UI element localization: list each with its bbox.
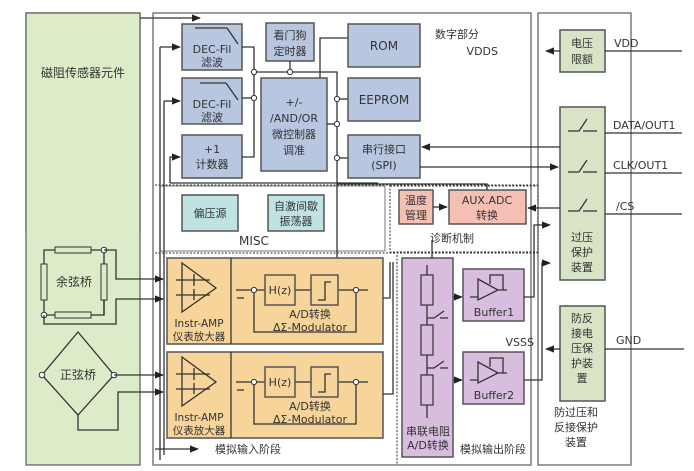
sensor-panel-lower [25,12,141,466]
spi-block[interactable] [347,134,421,179]
diagnostics-frame [389,185,539,253]
modulator-label-2: ΔΣ-Modulator [273,413,347,426]
voltage-limit-sublabel: 限额 [571,53,593,66]
reverse-protection-block[interactable] [559,305,606,402]
mcu-label-2: /AND/OR [270,112,318,125]
hz-label-1: H(z) [269,284,292,297]
delta-sigma-modulator-1 [236,274,368,333]
buffer1-block[interactable] [462,268,525,322]
digital-section-label: 数字部分 [435,27,479,41]
diagnostics-section-label: 诊断机制 [430,231,474,245]
vdds-label: VDDS [467,45,498,58]
watchdog-label: 看门狗 [274,28,307,42]
buffer2-label: Buffer2 [474,389,514,402]
delta-sigma-modulator-2 [236,366,368,425]
eeprom-block[interactable] [347,77,421,122]
overvoltage-label-2: 保护 [571,245,593,259]
switch-icons [568,118,597,212]
buffer1-label: Buffer1 [474,306,514,319]
temp-management-block[interactable] [398,189,434,225]
dec-fil-1-sublabel: 滤波 [201,56,223,69]
sensor-title: 磁阻传感器元件 [41,65,125,80]
buffer2-block[interactable] [462,351,525,405]
instr-amp-1-label: Instr-AMP [174,318,223,330]
oscillator-label: 自激间歇 [274,199,318,213]
counter-sublabel: 计数器 [196,158,229,171]
data-label: DATA/OUT1 [613,119,675,132]
mcu-label-1: +/- [286,96,303,109]
clk-label: CLK/OUT1 [613,159,668,172]
cosine-bridge [40,246,163,325]
dec-fil-1-block[interactable] [181,23,243,71]
oscillator-block[interactable] [267,194,325,232]
resistor-adc-sublabel: A/D转换 [407,438,449,452]
sine-bridge [38,330,164,431]
eeprom-label: EEPROM [359,93,410,107]
resistor-ladder [420,265,448,418]
aux-adc-label: AUX.ADC [462,194,513,207]
dec-fil-2-label: DEC-Fil [193,98,232,111]
aux-adc-block[interactable] [448,189,527,225]
cs-label: /CS [616,200,634,213]
watchdog-sublabel: 定时器 [274,44,307,58]
cosine-bridge-label: 余弦桥 [56,274,92,289]
instr-amp-1 [176,261,218,314]
overvoltage-protection-block[interactable] [559,106,606,281]
dec-fil-2-block[interactable] [181,77,243,125]
reverse-label-4: 护装 [571,356,593,370]
protection-section-label-3: 装置 [565,436,587,449]
reverse-label-1: 防反 [571,311,593,325]
rom-block[interactable] [347,23,421,68]
oscillator-sublabel: 振荡器 [280,214,313,228]
voltage-limit-block[interactable] [559,29,606,73]
counter-block[interactable] [181,134,243,179]
dec-fil-1-label: DEC-Fil [193,43,232,56]
instr-amp-1-sublabel: 仪表放大器 [173,330,226,343]
instr-amp-2 [176,355,218,408]
vdd-label: VDD [614,37,638,50]
misc-section-label: MISC [239,234,269,248]
bias-source-block[interactable] [181,194,239,232]
aux-adc-sublabel: 转换 [476,208,498,222]
temp-label: 温度 [405,193,427,207]
voltage-limit-label: 电压 [571,37,593,50]
adc-label-2: A/D转换 [289,399,331,413]
modulator-label-1: ΔΣ-Modulator [273,321,347,334]
analog-input-section-label: 模拟输入阶段 [215,442,281,456]
gnd-label: GND [616,334,641,347]
bias-source-label: 偏压源 [194,206,227,220]
analog-output-section-label: 模拟输出阶段 [460,442,526,456]
rom-label: ROM [370,39,398,53]
sine-bridge-label: 正弦桥 [60,367,96,382]
instr-amp-2-label: Instr-AMP [174,412,223,424]
protection-section-label-2: 反接保护 [554,420,598,434]
adc-label-1: A/D转换 [289,307,331,321]
protection-section-label-1: 防过压和 [554,405,598,419]
vsss-label: VSSS [506,336,534,349]
overvoltage-label-3: 装置 [571,261,593,274]
hz-label-2: H(z) [269,376,292,389]
reverse-label-3: 压保 [571,341,593,355]
spi-label: 串行接口 [362,143,406,156]
reverse-label-5: 置 [577,372,588,385]
reverse-label-2: 接电 [571,327,593,340]
chip-outline [152,12,532,466]
mcu-label-3: 微控制器 [272,127,316,141]
temp-sublabel: 管理 [405,208,427,222]
counter-label: +1 [204,143,220,156]
spi-sublabel: (SPI) [371,159,396,172]
resistor-adc-label: 串联电阻 [406,425,450,438]
instr-amp-2-sublabel: 仪表放大器 [173,424,226,437]
mcu-block[interactable] [260,77,328,172]
dec-fil-2-sublabel: 滤波 [201,111,223,124]
mcu-label-4: 调准 [283,144,305,157]
overvoltage-label-1: 过压 [571,231,593,244]
